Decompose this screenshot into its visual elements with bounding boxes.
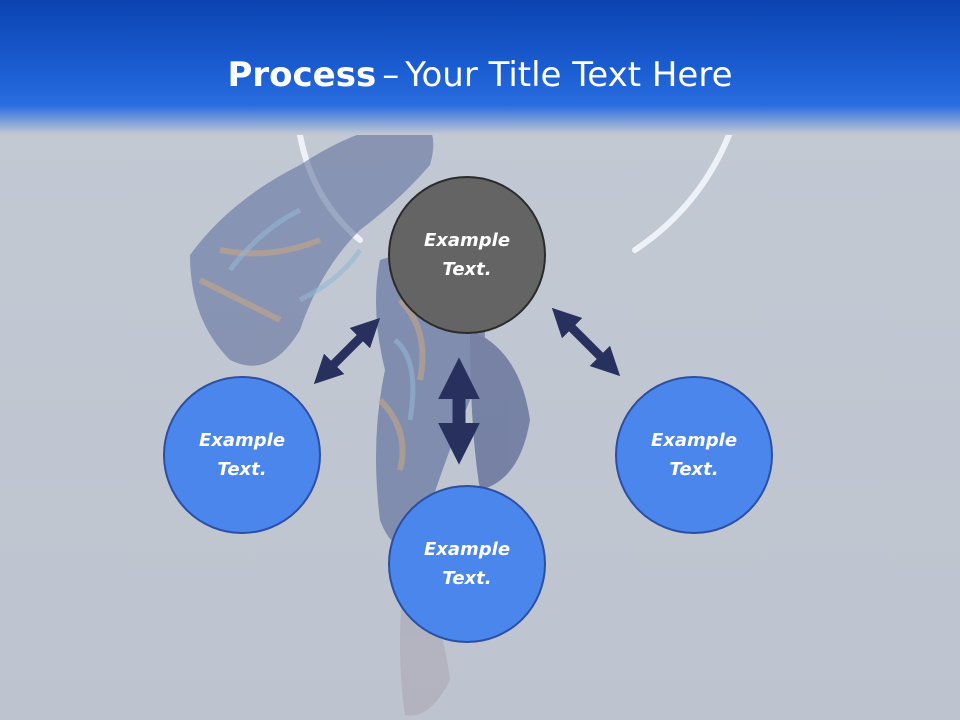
node-right-line1: Example <box>650 430 738 451</box>
slide-title: Process–Your Title Text Here <box>0 52 960 98</box>
title-rest: Your Title Text Here <box>405 55 733 95</box>
title-bold: Process <box>227 55 377 95</box>
double-arrow-icon-left <box>313 317 381 385</box>
node-left-line1: Example <box>198 430 286 451</box>
title-bar: Process–Your Title Text Here <box>0 0 960 135</box>
node-center-line2: Text. <box>442 259 492 280</box>
node-center-line1: Example <box>423 230 511 251</box>
node-bottom-line1: Example <box>423 539 511 560</box>
node-right-line2: Text. <box>669 459 719 480</box>
double-arrow-icon-right <box>551 307 621 377</box>
title-dash: – <box>382 55 400 95</box>
node-left-line2: Text. <box>217 459 267 480</box>
node-bottom-line2: Text. <box>442 568 492 589</box>
